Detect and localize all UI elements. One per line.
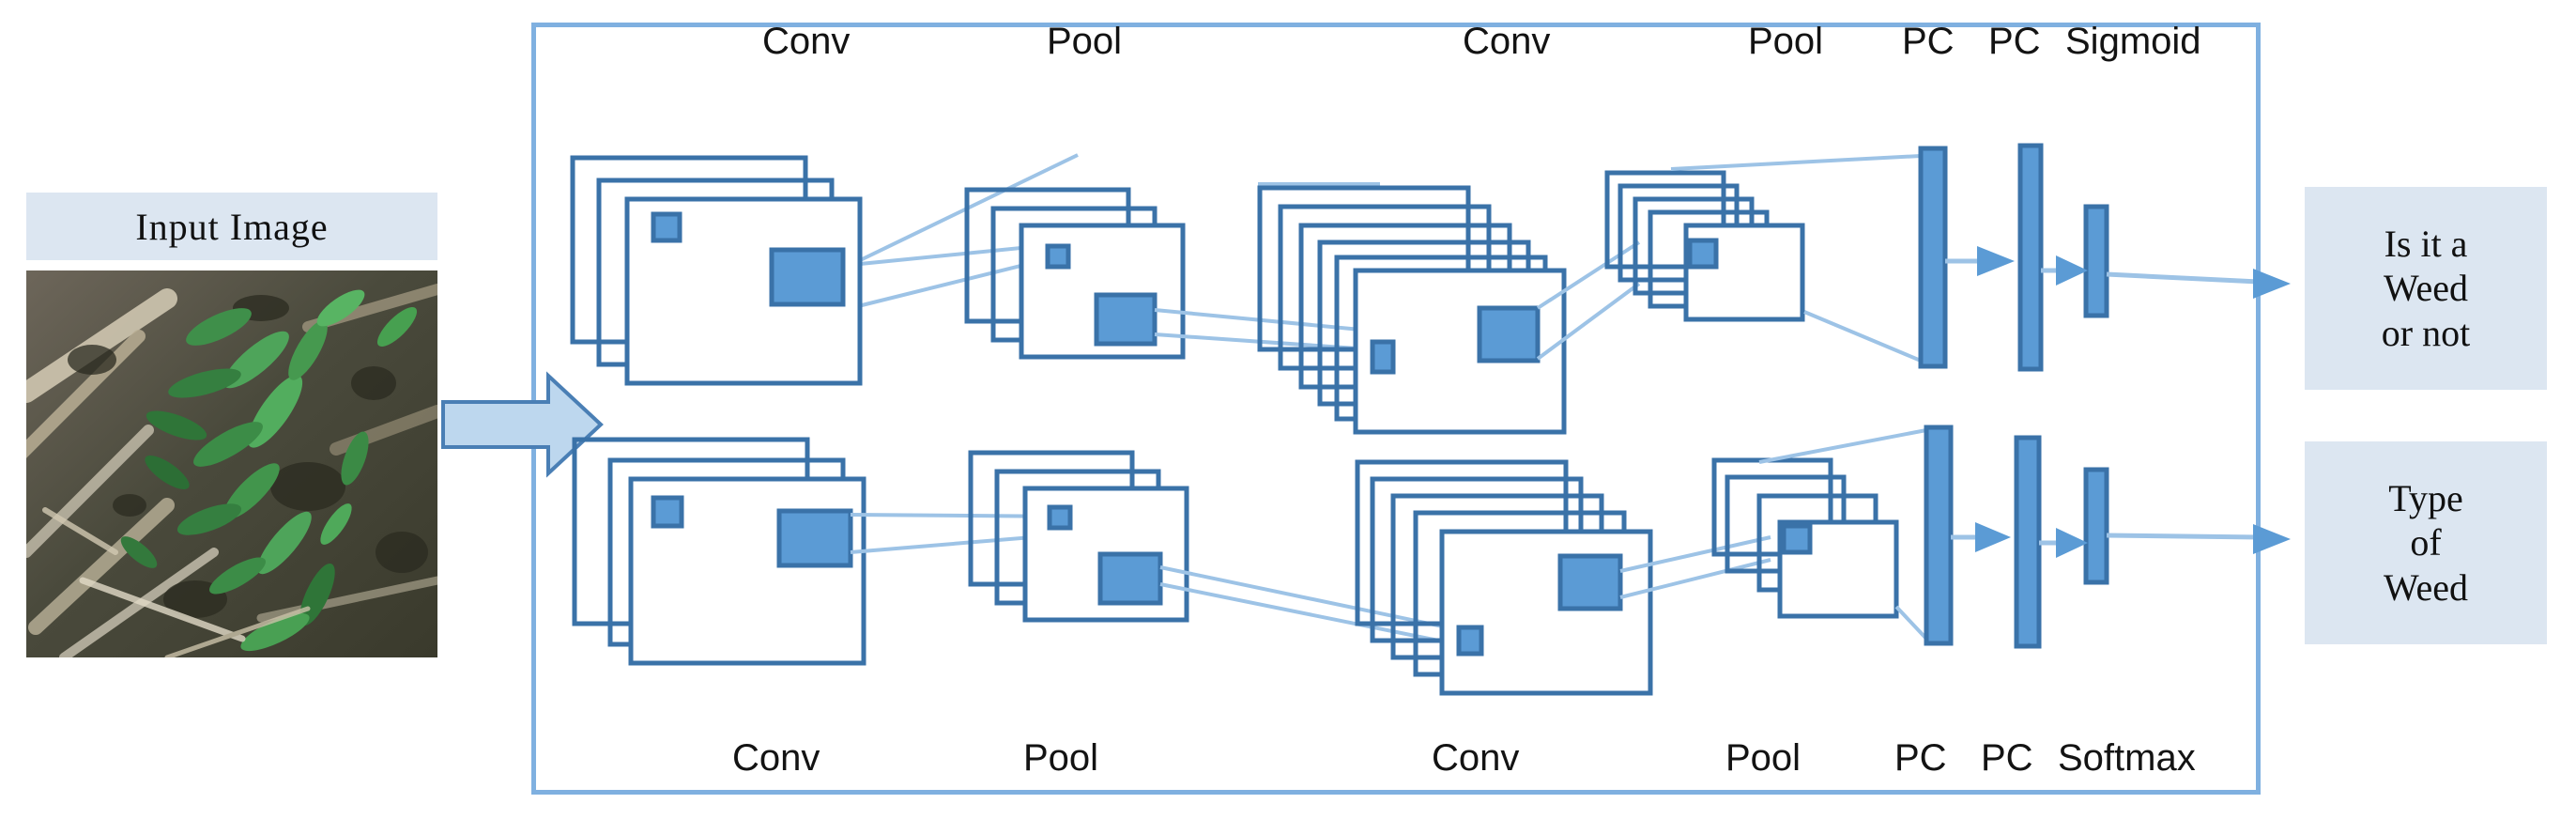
output-type-line-3: Weed [2383,565,2469,609]
label-bottom-pc-1: PC [1894,737,1947,779]
label-bottom-conv-1: Conv [732,737,820,779]
label-bottom-softmax: Softmax [2058,737,2196,779]
label-top-pc-1: PC [1902,21,1955,62]
output-weed-line-1: Is it a [2384,223,2468,266]
label-bottom-pool-2: Pool [1725,737,1802,779]
input-image-caption: Input Image [26,193,437,260]
output-type-line-1: Type [2388,477,2463,520]
label-top-pool-1: Pool [1047,21,1123,62]
network-container [531,23,2261,795]
label-top-conv-1: Conv [762,21,851,62]
label-top-conv-2: Conv [1463,21,1551,62]
output-type-line-2: of [2410,521,2442,564]
label-top-pc-2: PC [1988,21,2041,62]
label-bottom-conv-2: Conv [1432,737,1520,779]
weed-photo-illustration [26,270,437,657]
label-top-pool-2: Pool [1748,21,1824,62]
output-box-type-of-weed: Type of Weed [2305,441,2547,644]
label-bottom-pc-2: PC [1981,737,2033,779]
output-weed-line-3: or not [2381,311,2471,354]
input-image-photo [26,270,437,657]
output-weed-line-2: Weed [2383,267,2469,310]
output-box-is-it-a-weed: Is it a Weed or not [2305,187,2547,390]
label-bottom-pool-1: Pool [1023,737,1099,779]
label-top-sigmoid: Sigmoid [2065,21,2201,62]
